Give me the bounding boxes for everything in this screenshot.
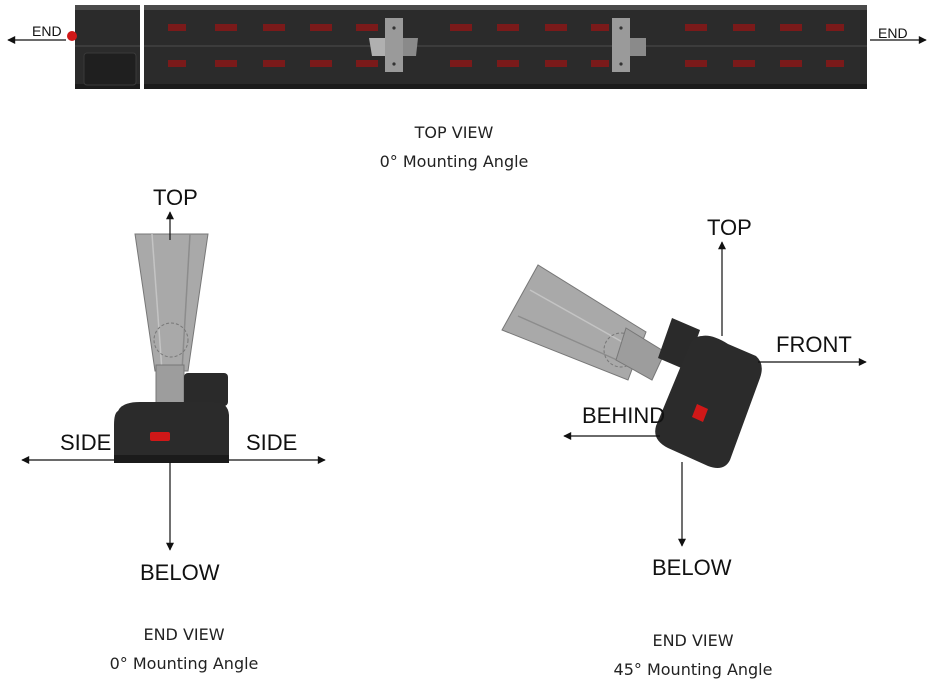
heater-top-view <box>67 5 867 89</box>
top-view-caption: TOP VIEW 0° Mounting Angle <box>324 118 584 176</box>
indicator-light-icon <box>692 404 708 422</box>
top-label: TOP <box>707 215 752 240</box>
indicator-light-icon <box>150 432 170 441</box>
caption-title: TOP VIEW <box>414 123 494 142</box>
end-view-45deg: TOP FRONT BEHIND BELOW <box>501 215 867 580</box>
caption-angle: 45° Mounting Angle <box>613 660 773 679</box>
end-view-45-caption: END VIEW 45° Mounting Angle <box>563 626 823 684</box>
indicator-light-icon <box>67 31 77 41</box>
below-label: BELOW <box>652 555 732 580</box>
behind-label: BEHIND <box>582 403 665 428</box>
caption-angle: 0° Mounting Angle <box>109 654 259 673</box>
side-label-right: SIDE <box>246 430 297 455</box>
below-label: BELOW <box>140 560 220 585</box>
caption-title: END VIEW <box>143 625 225 644</box>
top-label: TOP <box>153 185 198 210</box>
caption-angle: 0° Mounting Angle <box>379 152 529 171</box>
side-label-left: SIDE <box>60 430 111 455</box>
end-view-0-caption: END VIEW 0° Mounting Angle <box>54 620 314 678</box>
mounting-bracket <box>369 18 418 72</box>
end-label-left: END <box>32 23 62 39</box>
end-view-0deg: TOP SIDE SIDE BELOW <box>21 185 326 585</box>
vent-slots <box>168 24 844 67</box>
heater-end-view-tilted <box>501 264 762 468</box>
heater-end-view <box>114 233 229 463</box>
caption-title: END VIEW <box>652 631 734 650</box>
end-label-right: END <box>878 25 908 41</box>
front-label: FRONT <box>776 332 852 357</box>
mounting-bracket <box>612 18 646 72</box>
top-view: END END <box>7 5 927 89</box>
